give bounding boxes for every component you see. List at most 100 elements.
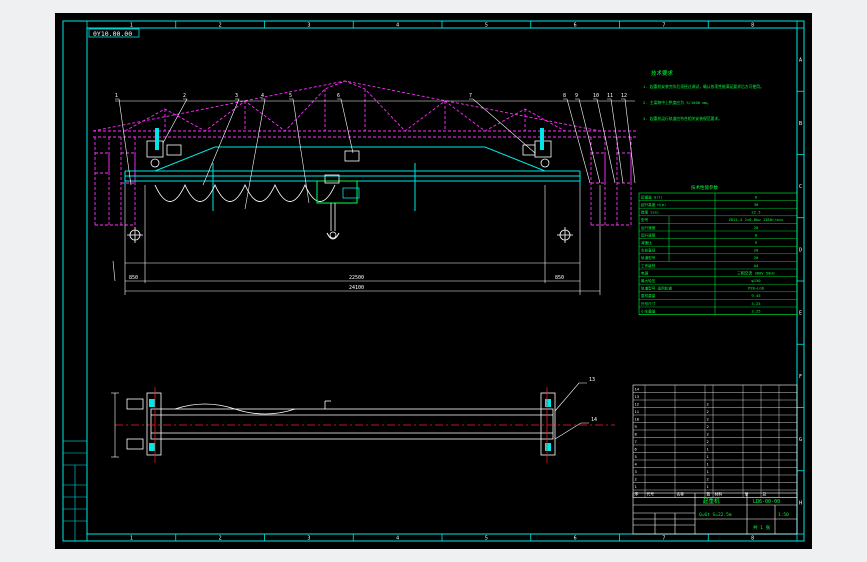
bom-cell: 2 xyxy=(707,424,709,429)
part-callout: 11 xyxy=(607,93,613,99)
spec-value: ZD11-4 2×0.8kw 1380r/min xyxy=(729,217,784,222)
spec-label: 整机重量 xyxy=(641,293,656,298)
column-label-bottom: 3 xyxy=(307,536,310,542)
row-labels: A B C D E F G H xyxy=(799,58,802,507)
callout-leaders xyxy=(115,98,636,210)
part-callout: 7 xyxy=(469,93,472,99)
spec-value: A4 xyxy=(754,263,759,268)
column-label-bottom: 8 xyxy=(751,536,754,542)
bom-cell: 9 xyxy=(635,424,638,429)
part-callout: 6 xyxy=(337,93,340,99)
spec-label: 起升高度 H(m) xyxy=(641,202,666,207)
title-block-drawing-no: LD6-00-00 xyxy=(753,499,780,505)
column-label-top: 7 xyxy=(662,23,665,29)
bom-border xyxy=(632,384,798,498)
spec-label: 工作级别 xyxy=(641,263,656,268)
spec-label: 跨度 S(m) xyxy=(641,210,659,215)
plan-end-carriages xyxy=(126,392,556,456)
column-label-top: 2 xyxy=(219,23,222,29)
part-callout: 14 xyxy=(591,417,597,423)
notes-title: 技术要求 xyxy=(651,69,674,77)
part-callout: 5 xyxy=(289,93,292,99)
column-label-bottom: 7 xyxy=(662,536,665,542)
bom-cell: 6 xyxy=(635,446,638,451)
spec-value: 3.25 xyxy=(751,301,760,306)
row-label: C xyxy=(799,184,802,190)
column-label-top: 8 xyxy=(751,23,754,29)
row-label: D xyxy=(799,247,802,253)
bom-cell: 1 xyxy=(707,454,710,459)
row-label: H xyxy=(799,500,802,506)
spec-label: 起重量 Q(t) xyxy=(641,194,663,199)
part-callout: 12 xyxy=(621,93,627,99)
notes-line-3: 3. 起重机运行轨道应符合相关安装规范要求。 xyxy=(643,116,722,121)
bom-cell: 2 xyxy=(707,476,709,481)
column-label-top: 6 xyxy=(574,23,577,29)
spec-value: 22.5 xyxy=(751,210,760,215)
row-label: F xyxy=(799,374,802,380)
dimension-right: 850 xyxy=(555,275,564,281)
plan-wheels xyxy=(149,399,551,451)
spec-label: 减速比 xyxy=(641,240,652,245)
spec-label: 小车重量 xyxy=(641,308,656,313)
bom-cell: 数 xyxy=(707,491,711,496)
bom-cell: 2 xyxy=(635,476,637,481)
left-revision-strip xyxy=(62,440,88,542)
row-ticks xyxy=(797,27,804,535)
row-label: E xyxy=(799,311,802,317)
bom-cell: 代号 xyxy=(647,491,655,496)
bom-cell: 5 xyxy=(635,454,637,459)
part-callout: 2 xyxy=(183,93,186,99)
plan-wheel-axes xyxy=(154,387,548,463)
spec-label: 起升速度 xyxy=(641,232,656,237)
roof-truss xyxy=(92,80,637,138)
column-label-bottom: 6 xyxy=(574,536,577,542)
column-ticks xyxy=(86,21,798,541)
spec-value: 20 xyxy=(754,248,759,253)
column-label-top: 3 xyxy=(307,23,310,29)
part-callout: 1 xyxy=(115,93,118,99)
bom-cell: 13 xyxy=(635,394,640,399)
bom-cell: 12 xyxy=(635,401,640,406)
spec-value: 30 xyxy=(754,202,759,207)
part-callout: 13 xyxy=(589,377,595,383)
bom-cell: 1 xyxy=(707,461,710,466)
spec-label: 车轮直径 xyxy=(641,248,656,253)
bom-cell: 4 xyxy=(635,461,638,466)
bom-cell: 2 xyxy=(707,401,709,406)
row-label: A xyxy=(799,58,802,64)
drawing-code-box xyxy=(88,28,140,38)
dimension-span: 22500 xyxy=(349,275,364,281)
spec-value: 9 xyxy=(755,240,758,245)
building-columns xyxy=(94,137,632,226)
plan-view xyxy=(111,382,615,463)
festoon-cable xyxy=(154,183,336,202)
title-block: 起重机 Q=6t S=22.5m LD6-00-00 1:50 共 1 张 xyxy=(632,492,798,535)
part-callout: 9 xyxy=(575,93,578,99)
part-callout: 4 xyxy=(261,93,264,99)
bom-cell: 11 xyxy=(635,409,640,414)
bom-cell: 总 xyxy=(763,491,767,496)
column-label-bottom: 5 xyxy=(485,536,488,542)
spec-value: 9.45 xyxy=(751,293,760,298)
bom-cell: 2 xyxy=(707,439,709,444)
spec-value: 三相交流 380V 50Hz xyxy=(737,270,775,275)
technical-notes: 技术要求 1. 起重机安装完毕后须经过调试，确认各项性能满足要求后方可使用。 2… xyxy=(643,69,764,121)
spec-label: 轨道型号 xyxy=(641,255,656,260)
row-label: G xyxy=(799,437,802,443)
notes-line-1: 1. 起重机安装完毕后须经过调试，确认各项性能满足要求后方可使用。 xyxy=(643,84,764,89)
spec-value: 20 xyxy=(754,255,759,260)
bom-cell: 序 xyxy=(635,491,639,496)
column-label-top: 5 xyxy=(485,23,488,29)
dimension-lines xyxy=(112,185,601,295)
part-callout: 3 xyxy=(235,93,238,99)
row-label: B xyxy=(799,121,802,127)
column-label-bottom: 4 xyxy=(396,536,399,542)
bom-cell: 10 xyxy=(635,416,640,421)
title-block-title: 起重机 xyxy=(703,497,720,505)
